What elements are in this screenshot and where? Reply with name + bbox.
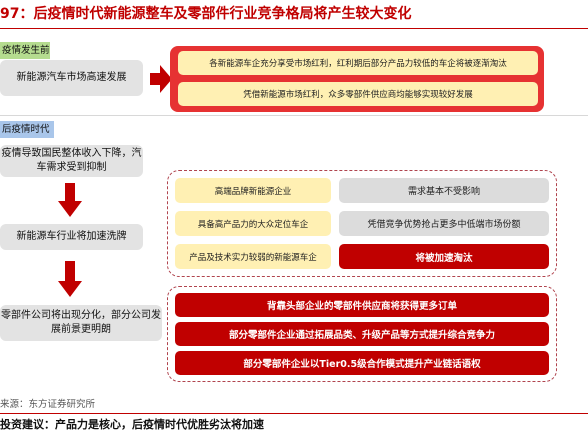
vehicle-row-outcome: 将被加速淘汰 xyxy=(339,244,549,269)
before-item: 各新能源车企充分享受市场红利，红利期后部分产品力较低的车企将被逐渐淘汰 xyxy=(178,51,538,75)
parts-row: 部分零部件企业通过拓展品类、升级产品等方式提升综合竞争力 xyxy=(175,322,549,346)
down-arrow-icon xyxy=(58,183,82,217)
section-tag-after: 后疫情时代 xyxy=(0,121,54,138)
parts-row: 部分零部件企业以Tier0.5级合作模式提升产业链话语权 xyxy=(175,351,549,375)
section-tag-before: 疫情发生前 xyxy=(0,42,50,59)
parts-row: 背靠头部企业的零部件供应商将获得更多订单 xyxy=(175,293,549,317)
section-separator xyxy=(0,115,588,116)
before-item: 凭借新能源市场红利，众多零部件供应商均能够实现较好发展 xyxy=(178,82,538,106)
after-left-box-demand: 疫情导致国民整体收入下降，汽车需求受到抑制 xyxy=(0,145,143,177)
after-left-box-parts: 零部件公司将出现分化，部分公司发展前景更明朗 xyxy=(0,305,162,341)
title-divider xyxy=(0,28,588,29)
vehicle-row-outcome: 凭借竞争优势抢占更多中低端市场份额 xyxy=(339,211,549,236)
page-title: 97：后疫情时代新能源整车及零部件行业竞争格局将产生较大变化 xyxy=(0,6,412,22)
after-left-box-reshuffle: 新能源车行业将加速洗牌 xyxy=(0,224,143,250)
vehicle-makers-frame xyxy=(167,170,557,277)
bottom-divider xyxy=(0,413,588,414)
source-note: 来源：东方证券研究所 xyxy=(0,399,96,410)
before-left-box: 新能源汽车市场高速发展 xyxy=(0,60,143,96)
bottom-heading: 投资建议：产品力是核心，后疫情时代优胜劣汰将加速 xyxy=(0,418,264,431)
parts-suppliers-frame xyxy=(167,286,557,382)
vehicle-row-label: 高端品牌新能源企业 xyxy=(175,178,331,203)
down-arrow-icon xyxy=(58,261,82,297)
vehicle-row-outcome: 需求基本不受影响 xyxy=(339,178,549,203)
right-arrow-icon xyxy=(150,65,172,93)
vehicle-row-label: 具备高产品力的大众定位车企 xyxy=(175,211,331,236)
vehicle-row-label: 产品及技术实力较弱的新能源车企 xyxy=(175,244,331,269)
